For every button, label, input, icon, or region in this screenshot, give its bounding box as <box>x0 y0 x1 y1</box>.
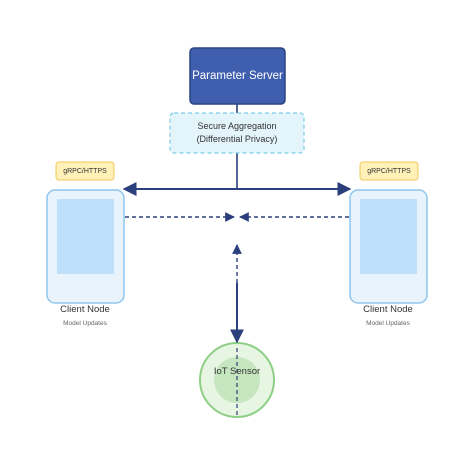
protocol-badge-left-label: gRPC/HTTPS <box>63 167 107 175</box>
secure-aggregation-subtitle: (Differential Privacy) <box>196 134 278 144</box>
client-node-left-title: Client Node <box>60 304 110 315</box>
protocol-badge-right <box>359 161 419 181</box>
parameter-server-label: Parameter Server <box>192 70 283 82</box>
client-node-right-subtitle: Model Updates <box>366 320 410 327</box>
protocol-badge-left <box>55 161 115 181</box>
client-node-left-subtitle: Model Updates <box>63 320 107 327</box>
protocol-badge-right-label: gRPC/HTTPS <box>367 167 411 175</box>
secure-aggregation-box <box>169 112 305 154</box>
client-node-right-title: Client Node <box>363 304 413 315</box>
client-node-right-screen <box>360 199 417 274</box>
secure-aggregation-label: Secure Aggregation (Differential Privacy… <box>170 113 304 153</box>
parameter-server-box <box>189 47 286 105</box>
secure-aggregation-title: Secure Aggregation <box>197 121 277 131</box>
iot-sensor-label: IoT Sensor <box>213 366 261 377</box>
client-node-left-screen <box>57 199 114 274</box>
